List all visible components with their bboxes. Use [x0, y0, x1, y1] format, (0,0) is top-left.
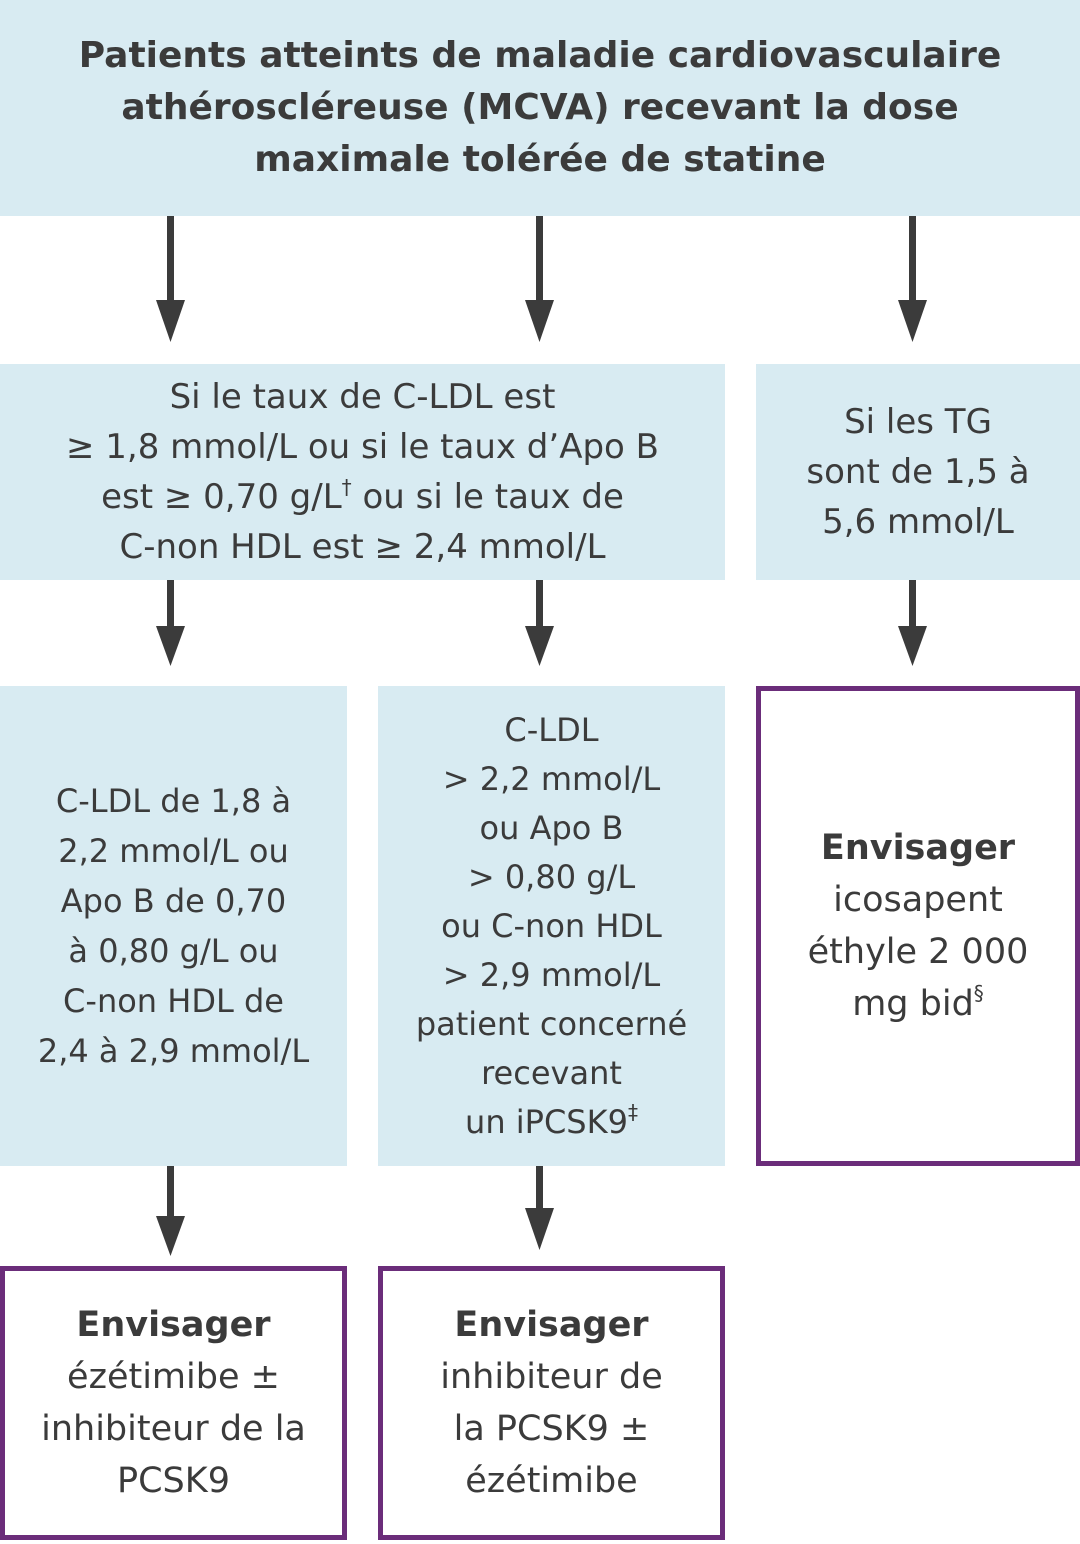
high-ldl-line-3: ou Apo B — [479, 808, 624, 847]
section-footnote-mark: § — [973, 981, 984, 1006]
arrow-moderate-to-ezetimibe — [156, 1166, 185, 1256]
high-ldl-line-6: > 2,9 mmol/L — [442, 955, 661, 994]
icosapent-action-line-2: éthyle 2 000 — [807, 932, 1029, 972]
population-box: Patients atteints de maladie cardiovascu… — [0, 0, 1080, 216]
moderate-ldl-line-5: C-non HDL de — [63, 982, 284, 1020]
ldl-condition-box: Si le taux de C-LDL est ≥ 1,8 mmol/L ou … — [0, 364, 725, 580]
ezetimibe-action-heading: Envisager — [76, 1305, 271, 1345]
arrow-top-to-ldl-left — [156, 216, 185, 342]
double-dagger-footnote-mark: ‡ — [627, 1099, 638, 1124]
tg-condition-line-2: sont de 1,5 à — [806, 452, 1030, 492]
high-ldl-line-8: recevant — [481, 1053, 622, 1092]
tg-condition-box: Si les TG sont de 1,5 à 5,6 mmol/L — [756, 364, 1080, 580]
arrow-top-to-ldl-right — [525, 216, 554, 342]
high-ldl-last-line: un iPCSK9 — [465, 1102, 628, 1141]
moderate-ldl-line-2: 2,2 mmol/L ou — [58, 832, 289, 870]
ezetimibe-action-line-1: ézétimibe ± — [67, 1357, 280, 1397]
ldl-condition-line-2: ≥ 1,8 mmol/L ou si le taux d’Apo B — [66, 427, 659, 467]
arrow-ldl-to-moderate — [156, 580, 185, 666]
high-ldl-line-9: un iPCSK9‡ — [465, 1098, 638, 1147]
high-ldl-line-7: patient concerné — [415, 1004, 688, 1043]
icosapent-action-heading: Envisager — [820, 828, 1016, 868]
high-ldl-line-1: C-LDL — [504, 710, 599, 749]
pcsk9-action-line-1: inhibiteur de — [440, 1357, 663, 1397]
arrow-top-to-tg — [898, 216, 927, 342]
tg-condition-line-1: Si les TG — [844, 402, 992, 442]
population-text-line-2: athéroscléreuse (MCVA) recevant la dose — [121, 87, 959, 128]
ldl-condition-line-4: C-non HDL est ≥ 2,4 mmol/L — [119, 527, 606, 567]
population-text-line-1: Patients atteints de maladie cardiovascu… — [78, 35, 1002, 76]
moderate-ldl-line-1: C-LDL de 1,8 à — [55, 782, 292, 820]
ezetimibe-action-line-3: PCSK9 — [117, 1461, 230, 1501]
population-text-line-3: maximale tolérée de statine — [254, 139, 826, 180]
moderate-ldl-line-3: Apo B de 0,70 — [60, 882, 287, 920]
moderate-ldl-box: C-LDL de 1,8 à 2,2 mmol/L ou Apo B de 0,… — [0, 686, 347, 1166]
high-ldl-line-5: ou C-non HDL — [441, 906, 662, 945]
high-ldl-line-2: > 2,2 mmol/L — [442, 759, 661, 798]
moderate-ldl-line-4: à 0,80 g/L ou — [68, 932, 279, 970]
ldl-condition-line-3b: ou si le taux de — [351, 477, 624, 517]
icosapent-action-line-1: icosapent — [833, 880, 1003, 920]
pcsk9-action-box: Envisager inhibiteur de la PCSK9 ± ézéti… — [378, 1266, 725, 1540]
tg-condition-line-3: 5,6 mmol/L — [822, 502, 1014, 542]
high-ldl-line-4: > 0,80 g/L — [467, 857, 636, 896]
pcsk9-action-line-2: la PCSK9 ± — [453, 1409, 650, 1449]
ldl-condition-line-3a: est ≥ 0,70 g/L — [101, 477, 342, 517]
icosapent-action-last-line: mg bid — [852, 984, 974, 1024]
high-ldl-box: C-LDL > 2,2 mmol/L ou Apo B > 0,80 g/L o… — [378, 686, 725, 1166]
ldl-condition-line-1: Si le taux de C-LDL est — [169, 377, 556, 417]
pcsk9-action-heading: Envisager — [454, 1305, 649, 1345]
dagger-footnote-mark: † — [341, 474, 352, 499]
icosapent-action-line-3: mg bid§ — [852, 978, 984, 1030]
ezetimibe-action-box: Envisager ézétimibe ± inhibiteur de la P… — [0, 1266, 347, 1540]
arrow-high-to-pcsk9 — [525, 1166, 554, 1250]
pcsk9-action-line-3: ézétimibe — [465, 1461, 638, 1501]
ezetimibe-action-line-2: inhibiteur de la — [41, 1409, 306, 1449]
moderate-ldl-line-6: 2,4 à 2,9 mmol/L — [37, 1032, 310, 1070]
arrow-ldl-to-high — [525, 580, 554, 666]
arrow-tg-to-icosapent — [898, 580, 927, 666]
icosapent-action-box: Envisager icosapent éthyle 2 000 mg bid§ — [756, 686, 1080, 1166]
ldl-condition-line-3: est ≥ 0,70 g/L† ou si le taux de — [101, 472, 624, 522]
